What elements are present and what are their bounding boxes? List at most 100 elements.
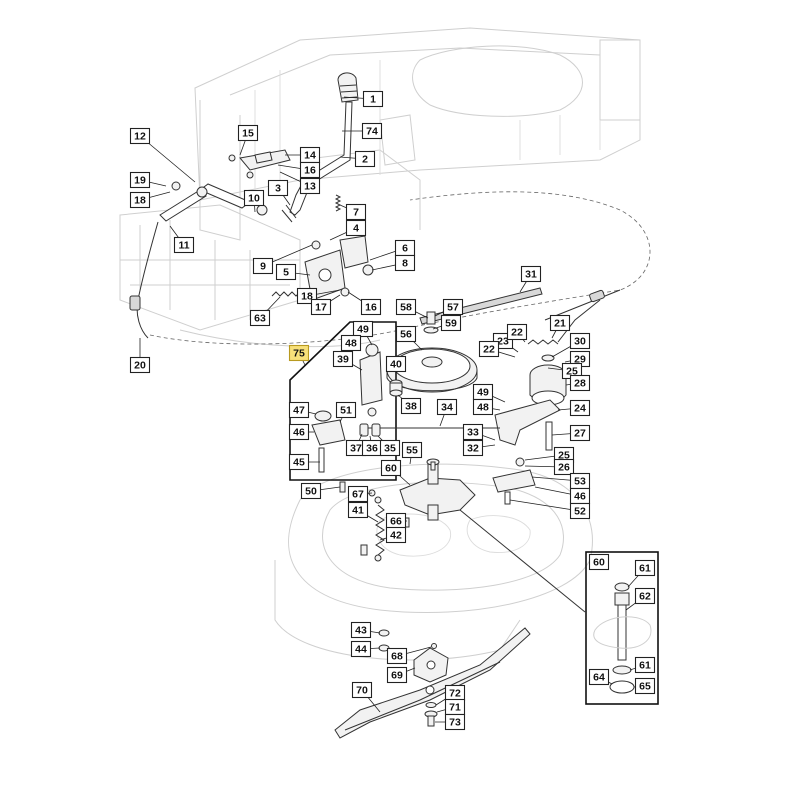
callout-number: 56 xyxy=(400,329,412,341)
callout-box xyxy=(299,177,321,195)
callout-number: 8 xyxy=(402,258,408,270)
callout-71: 71 xyxy=(444,698,466,716)
callout-box xyxy=(129,127,151,145)
callout-number: 51 xyxy=(340,405,352,417)
drive-belt xyxy=(419,287,543,325)
callout-53: 53 xyxy=(569,472,591,490)
callout-box xyxy=(569,332,591,350)
callout-number: 48 xyxy=(345,338,357,350)
callout-41: 41 xyxy=(347,501,369,519)
callout-number: 12 xyxy=(134,131,146,143)
callout-box xyxy=(401,441,423,459)
callout-number: 22 xyxy=(511,327,523,339)
callout-number: 6 xyxy=(402,243,408,255)
callout-16: 16 xyxy=(360,298,382,316)
callout-number: 66 xyxy=(390,516,402,528)
callout-32: 32 xyxy=(462,439,484,457)
callout-number: 60 xyxy=(593,557,605,569)
idler-arm xyxy=(494,399,561,451)
callout-55: 55 xyxy=(401,441,423,459)
callout-62: 62 xyxy=(634,587,656,605)
tie-rod xyxy=(359,407,500,437)
callout-box xyxy=(400,397,422,415)
callout-box xyxy=(472,398,494,416)
callout-number: 36 xyxy=(366,443,378,455)
callout-box xyxy=(345,219,367,237)
callout-63: 63 xyxy=(249,309,271,327)
gear-plate xyxy=(304,235,369,301)
callout-3: 3 xyxy=(267,179,289,197)
callout-box xyxy=(520,265,542,283)
callout-57: 57 xyxy=(442,298,464,316)
callout-box xyxy=(440,314,462,332)
callout-number: 52 xyxy=(574,506,586,518)
callout-28: 28 xyxy=(569,374,591,392)
callout-box xyxy=(634,656,656,674)
callout-number: 16 xyxy=(304,165,316,177)
callout-box xyxy=(386,666,408,684)
callout-7: 7 xyxy=(345,203,367,221)
bracket-arm xyxy=(359,343,383,406)
callout-9: 9 xyxy=(252,257,274,275)
callout-4: 4 xyxy=(345,219,367,237)
callout-box xyxy=(634,559,656,577)
callout-number: 38 xyxy=(405,401,417,413)
callout-49: 49 xyxy=(472,383,494,401)
callout-number: 57 xyxy=(447,302,459,314)
callout-box xyxy=(462,439,484,457)
callout-number: 24 xyxy=(574,403,586,415)
callout-box xyxy=(310,298,332,316)
callout-number: 53 xyxy=(574,476,586,488)
callout-box xyxy=(129,191,151,209)
callout-box xyxy=(361,122,383,140)
callout-number: 70 xyxy=(356,685,368,697)
callout-number: 14 xyxy=(304,150,316,162)
callout-box xyxy=(252,257,274,275)
callout-40: 40 xyxy=(385,355,407,373)
callout-6: 6 xyxy=(394,239,416,257)
callout-number: 28 xyxy=(574,378,586,390)
callout-33: 33 xyxy=(462,423,484,441)
callout-12: 12 xyxy=(129,127,151,145)
callout-number: 49 xyxy=(477,387,489,399)
callout-number: 17 xyxy=(315,302,327,314)
callout-box xyxy=(351,681,373,699)
callout-number: 18 xyxy=(134,195,146,207)
callout-box xyxy=(634,587,656,605)
callout-20: 20 xyxy=(129,356,151,374)
callout-49: 49 xyxy=(352,320,374,338)
callout-number: 1 xyxy=(370,94,376,106)
callout-45: 45 xyxy=(288,453,310,471)
callout-2: 2 xyxy=(354,150,376,168)
callout-box xyxy=(462,423,484,441)
idler-pulley xyxy=(529,354,567,406)
callout-number: 31 xyxy=(525,269,537,281)
ghost-cable-outline xyxy=(149,191,651,345)
callout-box xyxy=(243,189,265,207)
detail-leader xyxy=(459,509,586,613)
callout-number: 9 xyxy=(260,261,266,273)
callout-box xyxy=(634,677,656,695)
callout-number: 4 xyxy=(353,223,359,235)
mower-blade xyxy=(334,627,531,739)
callout-box xyxy=(288,453,310,471)
callout-43: 43 xyxy=(350,621,372,639)
callout-number: 58 xyxy=(400,302,412,314)
callout-59: 59 xyxy=(440,314,462,332)
callout-box xyxy=(444,713,466,731)
callout-number: 64 xyxy=(593,672,605,684)
callout-number: 75 xyxy=(293,348,305,360)
callout-29: 29 xyxy=(569,350,591,368)
tension-spring xyxy=(527,299,601,345)
callout-8: 8 xyxy=(394,254,416,272)
callout-number: 71 xyxy=(449,702,461,714)
deck-bracket xyxy=(492,469,536,505)
callout-box xyxy=(588,668,610,686)
callout-box xyxy=(394,254,416,272)
callout-box xyxy=(237,124,259,142)
callout-24: 24 xyxy=(569,399,591,417)
callout-44: 44 xyxy=(350,640,372,658)
callout-box xyxy=(350,621,372,639)
